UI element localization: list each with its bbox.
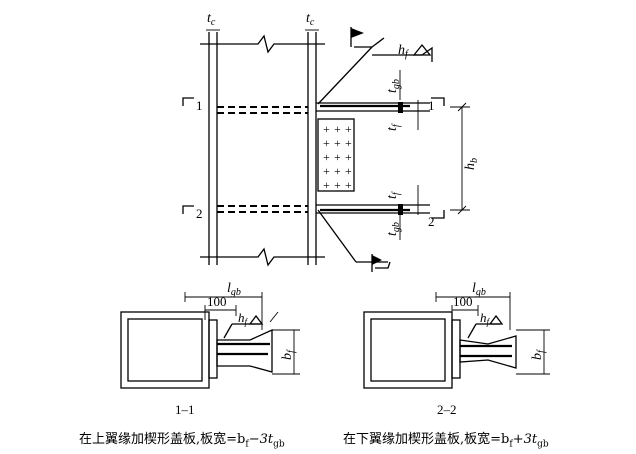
svg-text:lgb: lgb: [472, 281, 486, 298]
tf-top-label: t: [385, 126, 400, 131]
section-2-2-label: 2–2: [437, 402, 457, 417]
svg-text:tc: tc: [306, 11, 315, 28]
beam-elevation: +++ +++ +++ +++ +++: [316, 70, 430, 240]
tc-right-label: t: [306, 11, 311, 26]
column-elevation: [200, 29, 325, 267]
svg-text:+: +: [334, 122, 341, 136]
svg-text:hf: hf: [480, 310, 491, 327]
svg-text:hb: hb: [463, 158, 480, 170]
svg-text:+: +: [345, 122, 352, 136]
s1-bf-label: b: [280, 353, 295, 360]
s1-100-label: 100: [207, 294, 227, 309]
svg-text:tf: tf: [385, 191, 402, 199]
svg-text:+: +: [334, 136, 341, 150]
hf-label: h: [398, 43, 405, 58]
weld-symbol-top: [317, 27, 433, 105]
s2-bf-label: b: [530, 353, 545, 360]
svg-text:+: +: [345, 178, 352, 192]
bolt-group: +++ +++ +++ +++ +++: [323, 122, 352, 192]
svg-text:hf: hf: [238, 310, 249, 327]
s2-hf-label: h: [480, 310, 487, 325]
section-mark-1-left: 1: [196, 98, 203, 113]
tgb-top-label: t: [385, 88, 400, 93]
svg-text:tgb: tgb: [385, 222, 402, 236]
s2-lgb-label: l: [472, 281, 476, 296]
svg-text:tgb: tgb: [385, 79, 402, 93]
svg-text:+: +: [345, 164, 352, 178]
svg-text:+: +: [345, 150, 352, 164]
s1-lgb-label: l: [227, 281, 231, 296]
svg-text:+: +: [345, 136, 352, 150]
svg-text:bf: bf: [280, 349, 297, 360]
section-1-1-view: [120, 292, 300, 389]
hb-label: h: [463, 163, 478, 170]
weld-symbol-bottom: [317, 209, 391, 272]
hb-dimension: [450, 102, 470, 215]
svg-text:+: +: [323, 178, 330, 192]
section-mark-2-right: 2: [428, 214, 435, 229]
section-cut-2: 2 2: [182, 205, 445, 229]
tf-bottom-label: t: [385, 194, 400, 199]
svg-text:+: +: [323, 136, 330, 150]
svg-text:lgb: lgb: [227, 281, 241, 298]
section-2-2-view: [363, 292, 550, 389]
svg-text:+: +: [323, 150, 330, 164]
tc-left-label: t: [207, 11, 212, 26]
svg-text:+: +: [323, 164, 330, 178]
svg-text:+: +: [334, 178, 341, 192]
section-1-1-label: 1–1: [175, 402, 195, 417]
svg-text:bf: bf: [530, 349, 547, 360]
svg-text:+: +: [334, 150, 341, 164]
s1-hf-label: h: [238, 310, 245, 325]
svg-text:hf: hf: [398, 43, 409, 60]
section-mark-2-left: 2: [196, 206, 203, 221]
tgb-bottom-label: t: [385, 231, 400, 236]
section-cut-1: 1 1: [182, 97, 445, 113]
svg-text:tc: tc: [207, 11, 216, 28]
svg-text:+: +: [323, 122, 330, 136]
svg-text:tf: tf: [385, 123, 402, 131]
s2-100-label: 100: [453, 294, 473, 309]
section-mark-1-right: 1: [428, 98, 435, 113]
svg-text:+: +: [334, 164, 341, 178]
caption-right: 在下翼缘加楔形盖板,板宽=bf+3tgb: [343, 432, 549, 450]
caption-left: 在上翼缘加楔形盖板,板宽=bf−3tgb: [79, 432, 285, 450]
